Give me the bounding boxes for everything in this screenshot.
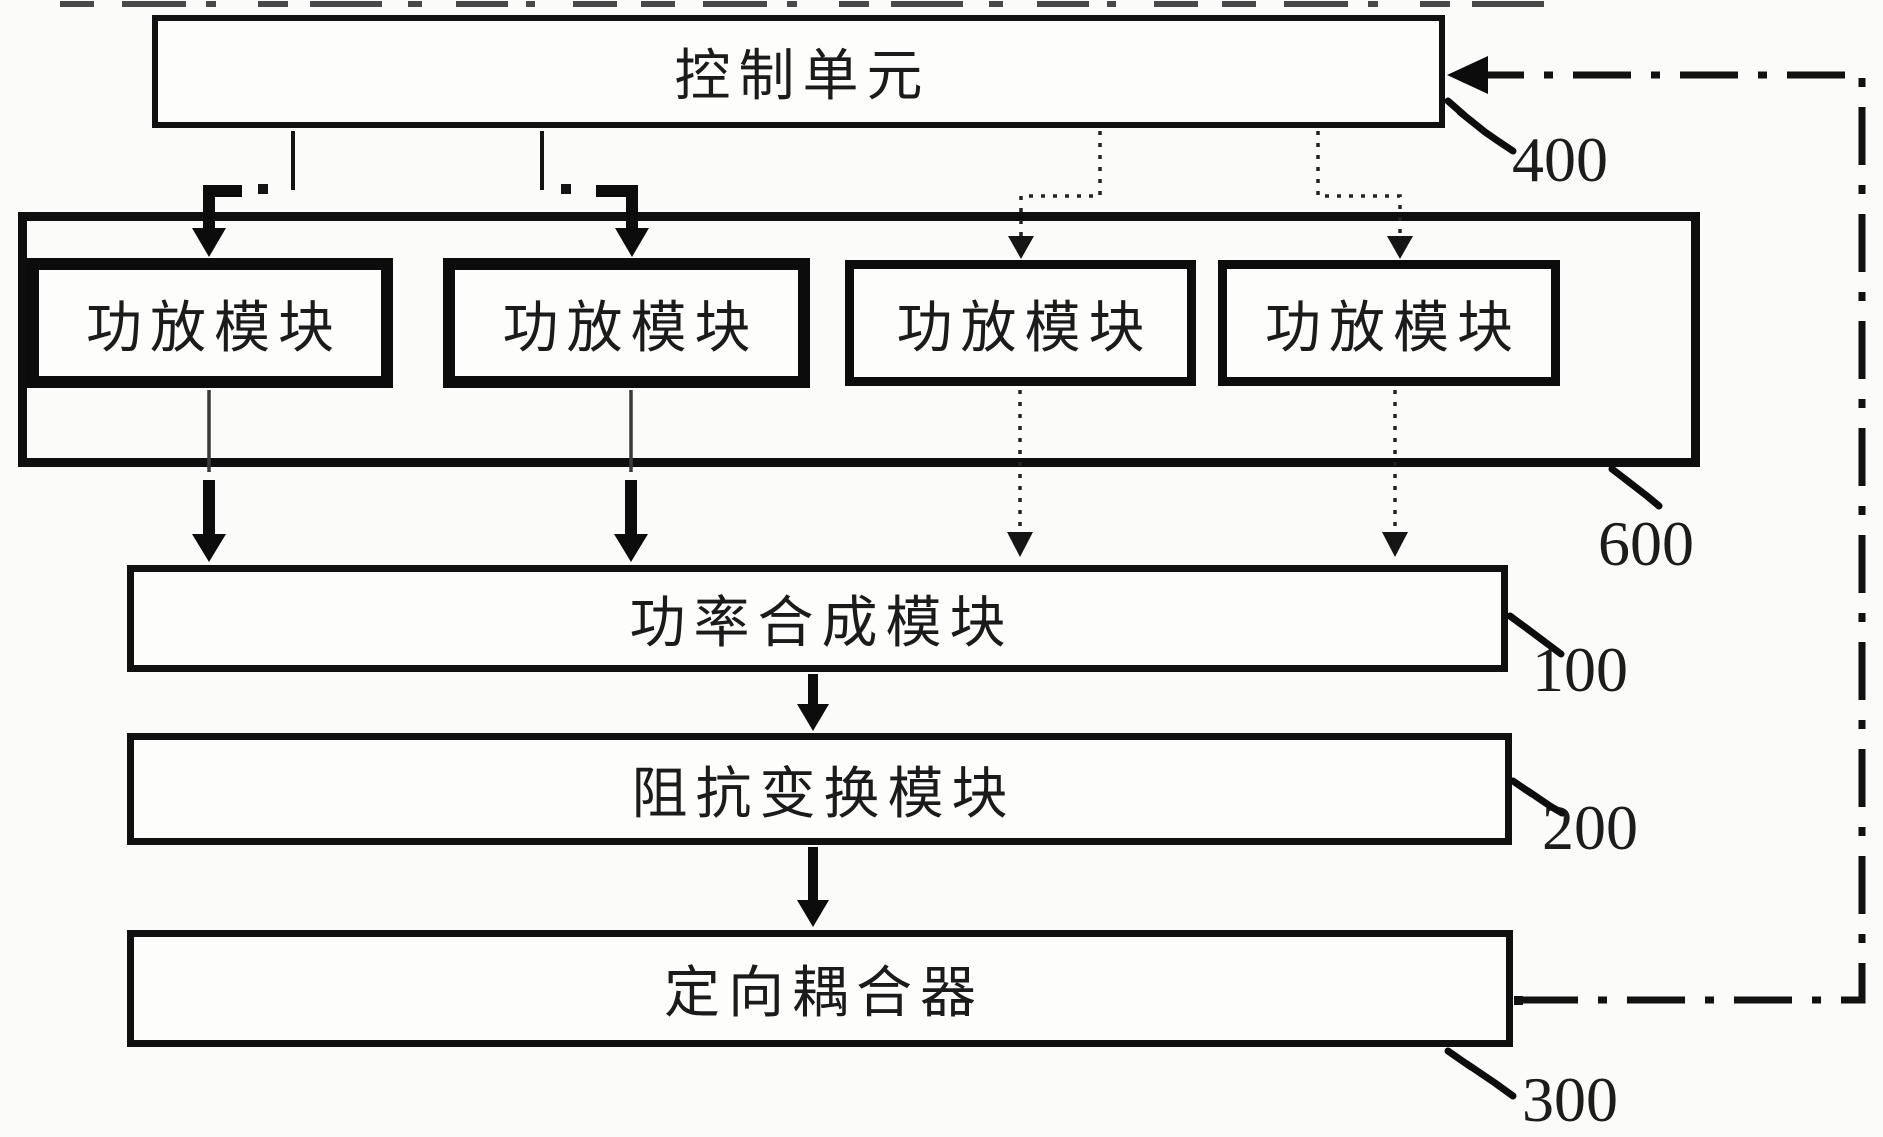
feedback-arrowhead: [1447, 56, 1488, 94]
impedance-transformer-label: 阻抗变换模块: [631, 761, 1016, 825]
directional-coupler-label: 定向耦合器: [664, 961, 984, 1024]
combiner-to-impedance-arrowhead: [797, 704, 829, 731]
amp2-to-combiner-arrowhead: [614, 534, 648, 562]
control-unit-box: 控制单元: [152, 15, 1445, 128]
impedance-to-coupler-arrowhead: [797, 900, 829, 927]
amp-module-1-label: 功放模块: [86, 295, 342, 359]
directional-coupler-box: 定向耦合器: [127, 930, 1513, 1047]
feedback-start-dot: [1514, 996, 1523, 1005]
control-to-amp1-dot: [258, 184, 268, 194]
amp3-to-combiner-arrowhead: [1007, 532, 1033, 557]
amp-module-3-label: 功放模块: [896, 295, 1153, 359]
amp4-to-combiner-arrowhead: [1382, 532, 1408, 557]
amp-module-3-box: 功放模块: [845, 260, 1196, 386]
amp1-to-combiner-arrowhead: [192, 534, 226, 562]
power-combiner-label: 功率合成模块: [629, 591, 1014, 654]
leader-line-600: [1608, 465, 1663, 510]
amp-module-2-label: 功放模块: [502, 295, 759, 359]
leader-line-300: [1444, 1047, 1517, 1100]
ref-label-amp-container: 600: [1598, 508, 1694, 579]
ref-label-directional-coupler: 300: [1522, 1064, 1618, 1135]
amp-module-1-box: 功放模块: [27, 258, 393, 388]
amp-module-4-box: 功放模块: [1218, 260, 1560, 386]
control-to-amp2-dot: [561, 184, 571, 194]
amp-module-2-box: 功放模块: [443, 258, 810, 388]
control-unit-label: 控制单元: [674, 44, 931, 107]
power-combiner-box: 功率合成模块: [127, 565, 1508, 672]
amp-module-4-label: 功放模块: [1265, 295, 1521, 359]
impedance-transformer-box: 阻抗变换模块: [127, 733, 1512, 845]
ref-label-power-combiner: 100: [1532, 634, 1628, 705]
leader-line-400: [1444, 97, 1517, 155]
ref-label-impedance-transformer: 200: [1542, 792, 1638, 863]
ref-label-control-unit: 400: [1512, 124, 1608, 195]
